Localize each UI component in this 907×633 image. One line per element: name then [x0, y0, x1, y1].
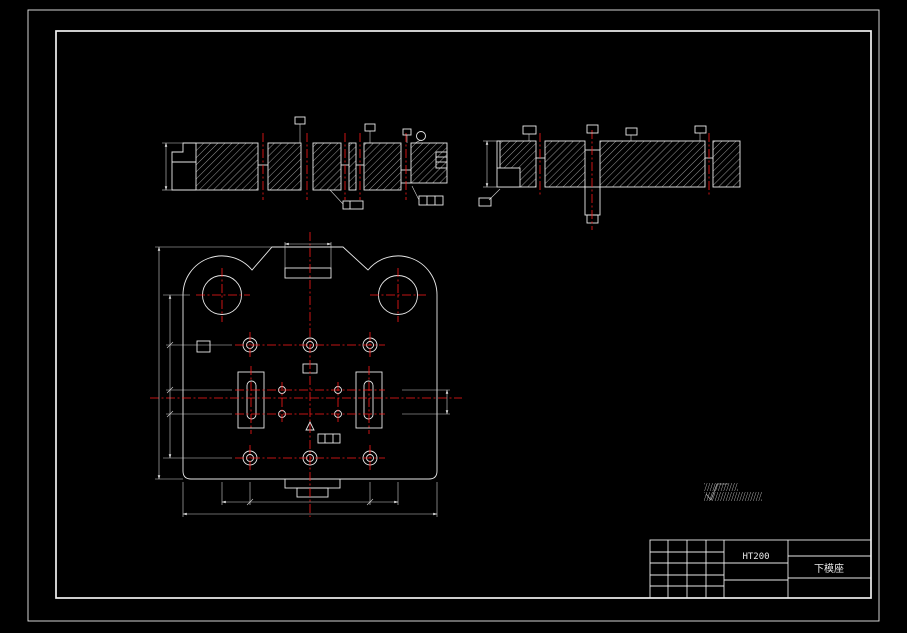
- title-block-part-name: 下模座: [814, 562, 844, 575]
- plan-view: [150, 232, 462, 517]
- drawing-frame: [27, 9, 880, 622]
- title-block-material: HT200: [742, 552, 769, 562]
- title-block: HT200 下模座: [649, 539, 872, 599]
- front-section-view: [162, 116, 448, 210]
- surface-roughness-note: [704, 483, 762, 501]
- side-section-view: [478, 124, 741, 230]
